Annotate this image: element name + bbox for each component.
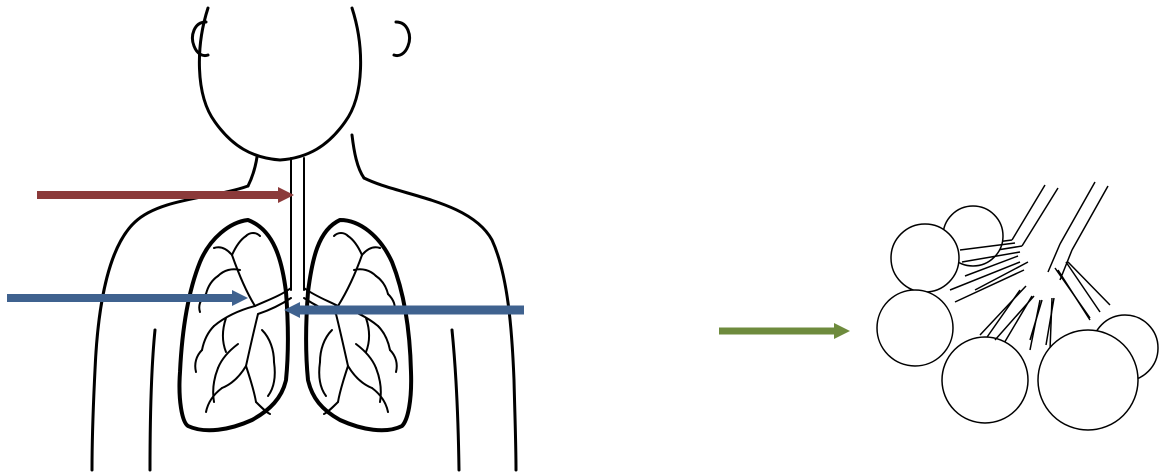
right-lung-outline <box>306 220 411 430</box>
right-ear <box>394 22 410 56</box>
bronchial-tree-left <box>195 233 275 414</box>
right-shoulder <box>364 178 516 470</box>
alveolus-3 <box>877 290 953 366</box>
trachea-pointer-arrow <box>37 187 294 203</box>
pointer-arrows <box>7 187 850 339</box>
right-arm-line <box>452 330 459 470</box>
neck-left <box>248 157 257 186</box>
left-bronchus-pointer-arrow <box>7 290 248 306</box>
alveolus-2 <box>891 224 959 292</box>
neck-right <box>352 135 364 178</box>
alveolus-4 <box>942 337 1028 423</box>
alveoli-cluster <box>877 182 1158 430</box>
left-arm-line <box>150 330 155 470</box>
alveolus-6 <box>1038 330 1138 430</box>
bronchial-tree-right <box>319 233 397 414</box>
zoom-to-alveoli-arrow <box>719 323 850 339</box>
head-outline <box>199 8 360 160</box>
